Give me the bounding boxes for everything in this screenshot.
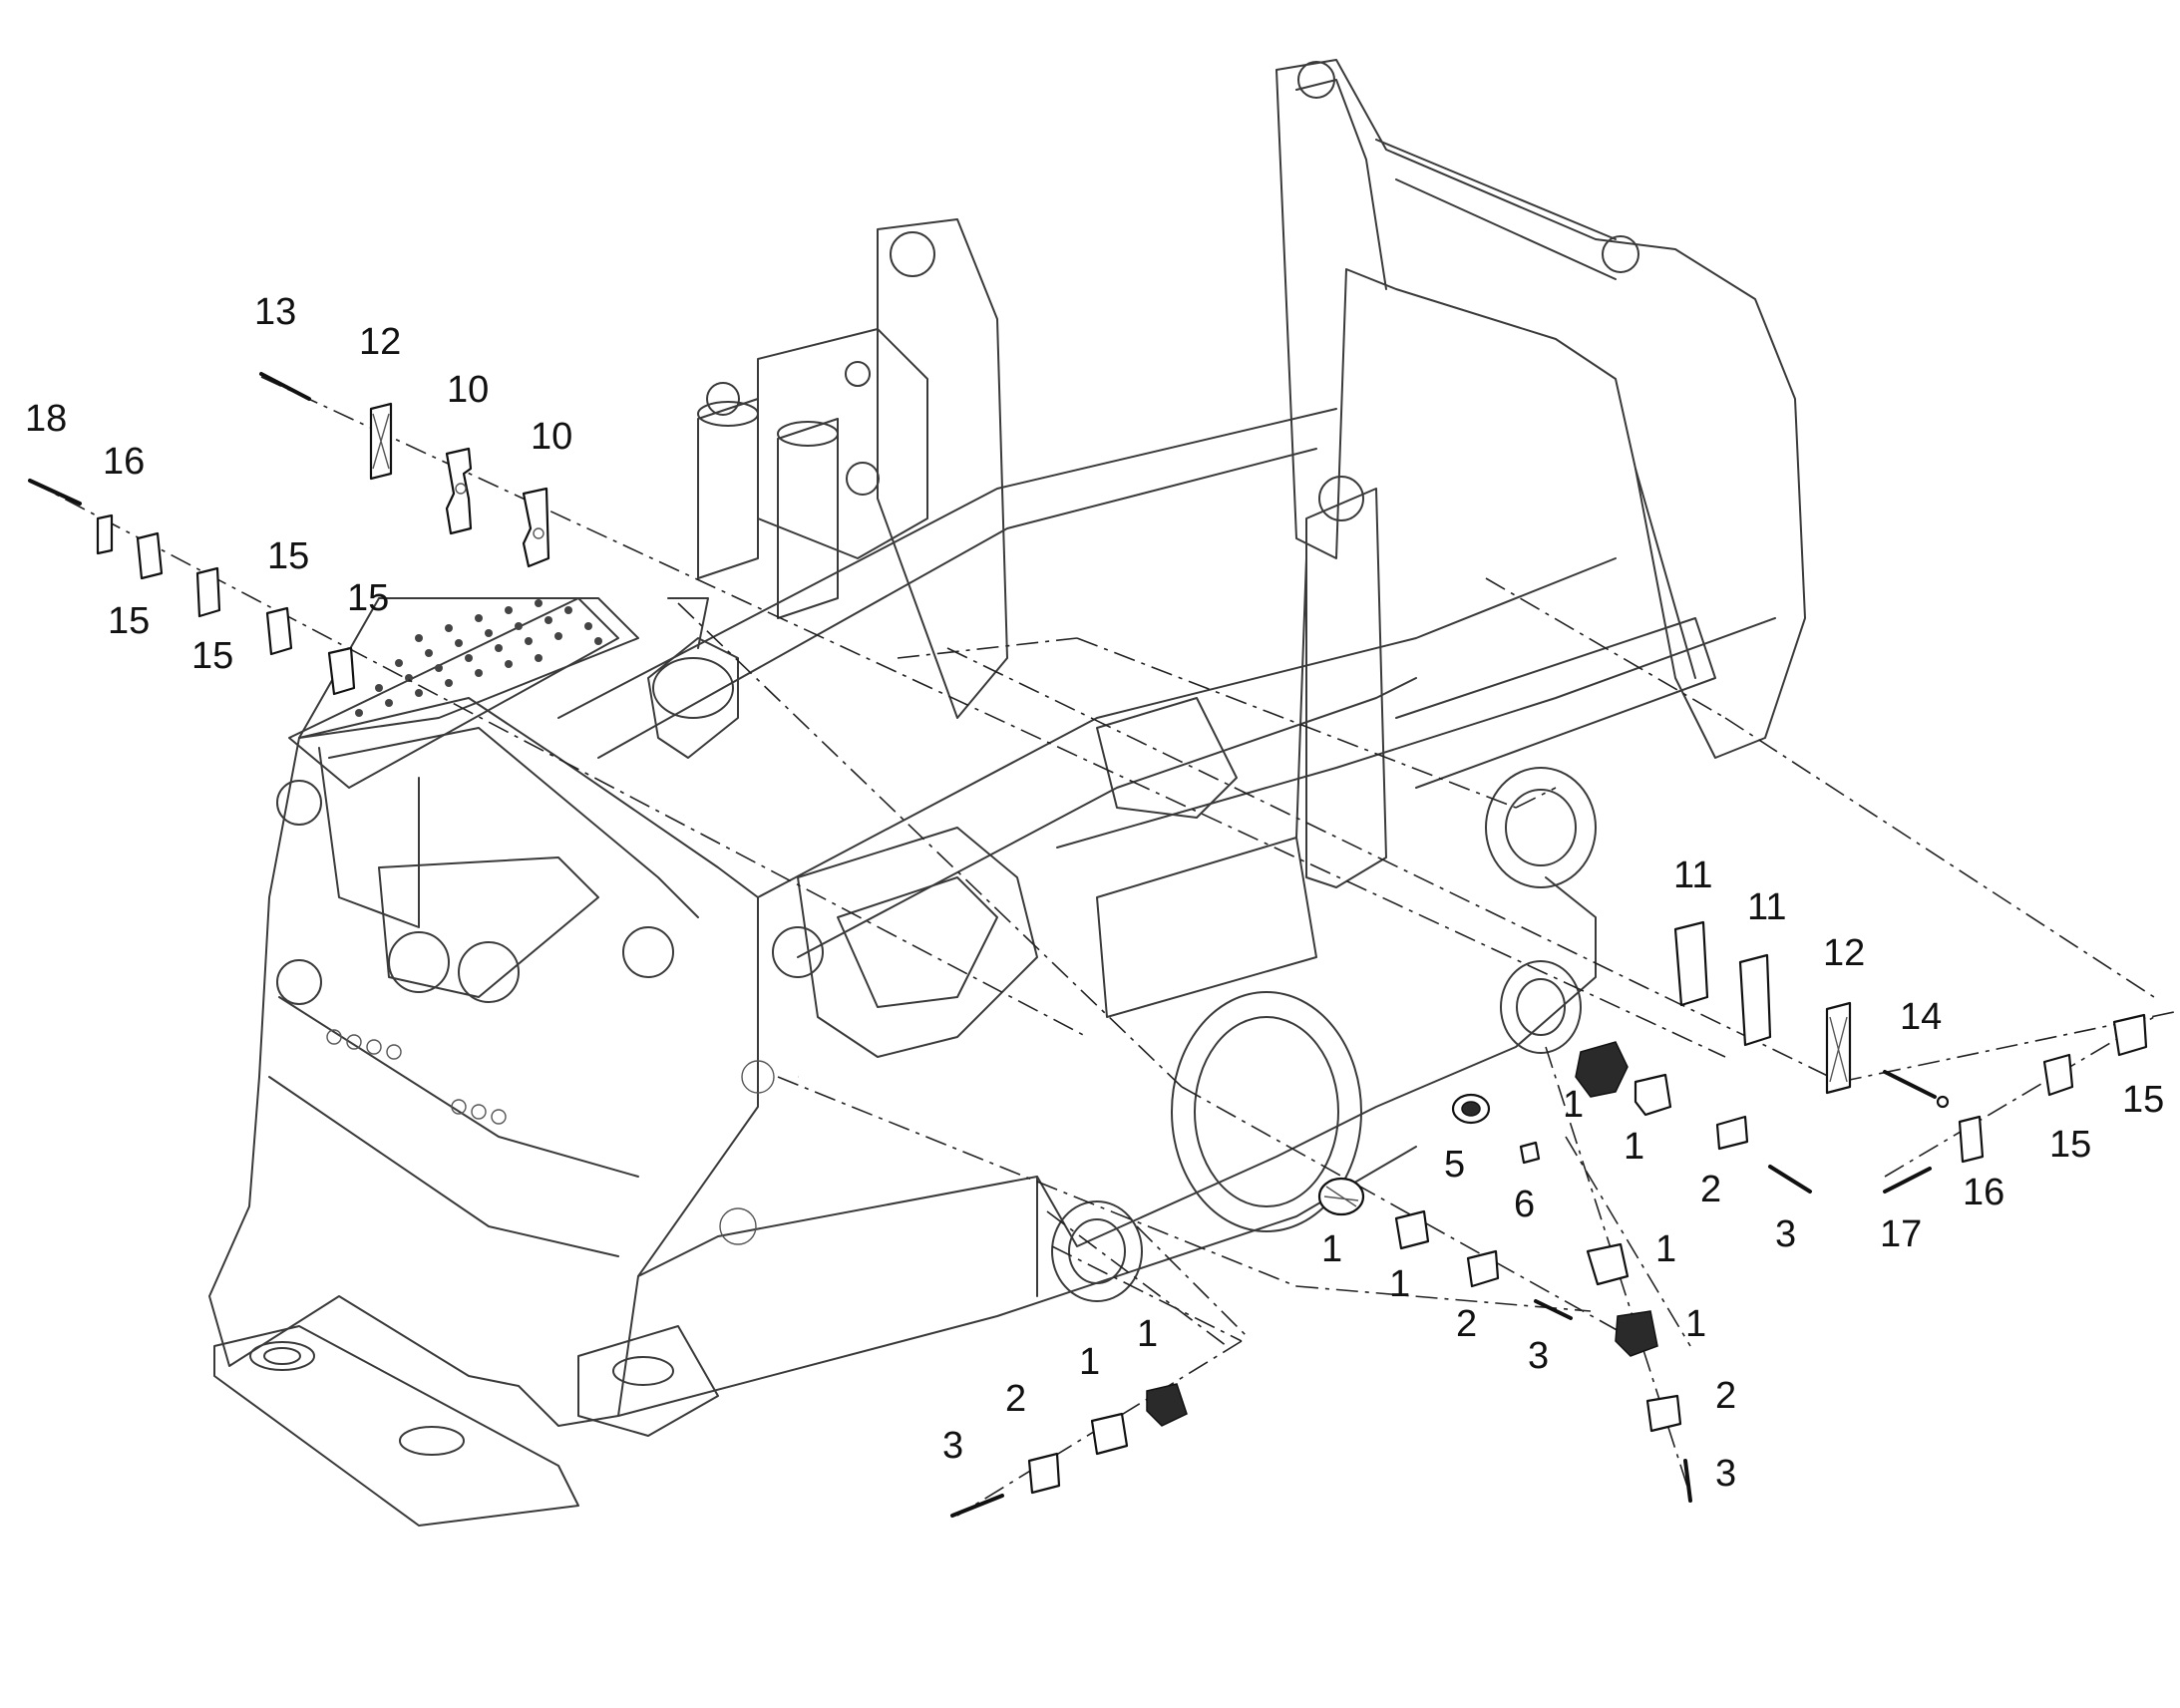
machine-frame [208,59,1806,1527]
callout-1-f: 1 [1685,1303,1706,1345]
callout-11-b: 11 [1747,886,1786,928]
callout-15-c: 15 [347,577,389,619]
callout-15-e: 15 [2122,1079,2164,1121]
callout-16-left: 16 [103,441,145,483]
callout-6: 6 [1514,1184,1535,1225]
callout-1-c: 1 [1321,1228,1342,1270]
callout-2-b: 2 [1456,1303,1477,1345]
callout-3-c: 3 [1715,1453,1736,1495]
callout-15-b: 15 [108,600,150,642]
callout-3-d: 3 [942,1425,963,1467]
callout-10-b: 10 [531,416,572,458]
callout-14: 14 [1900,996,1942,1038]
callout-11-a: 11 [1673,854,1712,896]
callout-12-top: 12 [359,321,401,363]
callout-2-a: 2 [1700,1169,1721,1210]
exploded-parts [28,372,2148,1518]
callout-1-d: 1 [1389,1263,1410,1305]
callout-12-right: 12 [1823,932,1865,974]
callout-1-h: 1 [1079,1341,1100,1383]
callout-1-b: 1 [1624,1126,1644,1168]
callout-1-e: 1 [1655,1228,1676,1270]
callout-15-a: 15 [267,535,309,577]
callout-2-c: 2 [1715,1375,1736,1417]
callout-3-a: 3 [1775,1213,1796,1255]
callout-17: 17 [1880,1213,1922,1255]
callout-15-d: 15 [191,635,233,677]
callout-16-right: 16 [1963,1172,2004,1213]
callout-15-f: 15 [2049,1124,2091,1166]
callout-1-g: 1 [1137,1313,1158,1355]
callout-13: 13 [254,291,296,333]
callout-labels: 13 12 10 10 18 16 15 15 15 15 11 11 12 1… [25,291,2164,1495]
callout-2-d: 2 [1005,1378,1026,1420]
callout-3-b: 3 [1528,1335,1549,1377]
leader-lines [29,376,2175,1517]
callout-18: 18 [25,398,67,440]
callout-1-a: 1 [1563,1084,1584,1126]
callout-10-a: 10 [447,369,489,411]
callout-5: 5 [1444,1144,1465,1186]
